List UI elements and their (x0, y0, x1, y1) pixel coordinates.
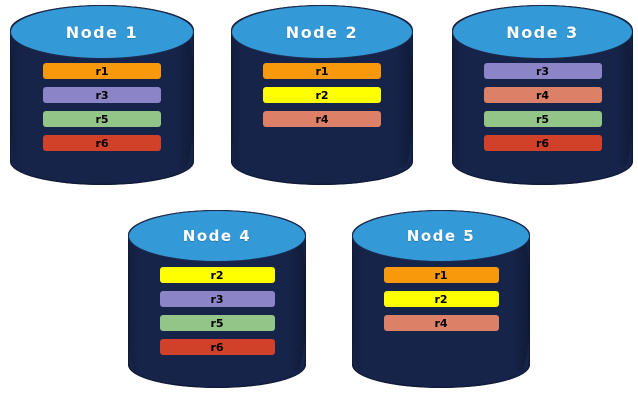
record-bar[interactable]: r6 (159, 339, 275, 355)
record-bar[interactable]: r2 (263, 87, 381, 103)
record-bar[interactable]: r5 (43, 111, 161, 127)
record-bar[interactable]: r1 (383, 267, 499, 283)
record-bar[interactable]: r3 (43, 87, 161, 103)
record-bar[interactable]: r3 (159, 291, 275, 307)
record-list: r3 r4 r5 r6 (452, 63, 633, 159)
record-list: r1 r2 r4 (352, 267, 530, 339)
node-label: Node 5 (406, 227, 476, 245)
node-label: Node 1 (65, 22, 139, 42)
cylinder-top-disc: Node 4 (128, 210, 306, 262)
record-bar[interactable]: r1 (43, 63, 161, 79)
node-label: Node 4 (182, 227, 252, 245)
database-node-1[interactable]: Node 1 r1 r3 r5 r6 (10, 5, 194, 185)
record-bar[interactable]: r2 (159, 267, 275, 283)
cylinder-top-disc: Node 1 (10, 5, 194, 59)
record-bar[interactable]: r6 (483, 135, 602, 151)
record-bar[interactable]: r6 (43, 135, 161, 151)
database-node-3[interactable]: Node 3 r3 r4 r5 r6 (452, 5, 633, 185)
record-bar[interactable]: r4 (483, 87, 602, 103)
database-node-4[interactable]: Node 4 r2 r3 r5 r6 (128, 210, 306, 388)
cylinder-top-disc: Node 5 (352, 210, 530, 262)
node-label: Node 2 (285, 22, 359, 42)
database-node-2[interactable]: Node 2 r1 r2 r4 (231, 5, 413, 185)
record-bar[interactable]: r3 (483, 63, 602, 79)
record-bar[interactable]: r2 (383, 291, 499, 307)
record-list: r2 r3 r5 r6 (128, 267, 306, 363)
cylinder-top-disc: Node 3 (452, 5, 633, 59)
record-bar[interactable]: r4 (263, 111, 381, 127)
node-label: Node 3 (506, 22, 579, 42)
record-bar[interactable]: r1 (263, 63, 381, 79)
database-node-5[interactable]: Node 5 r1 r2 r4 (352, 210, 530, 388)
record-list: r1 r3 r5 r6 (10, 63, 194, 159)
record-bar[interactable]: r4 (383, 315, 499, 331)
record-bar[interactable]: r5 (159, 315, 275, 331)
record-list: r1 r2 r4 (231, 63, 413, 135)
record-bar[interactable]: r5 (483, 111, 602, 127)
cylinder-top-disc: Node 2 (231, 5, 413, 59)
